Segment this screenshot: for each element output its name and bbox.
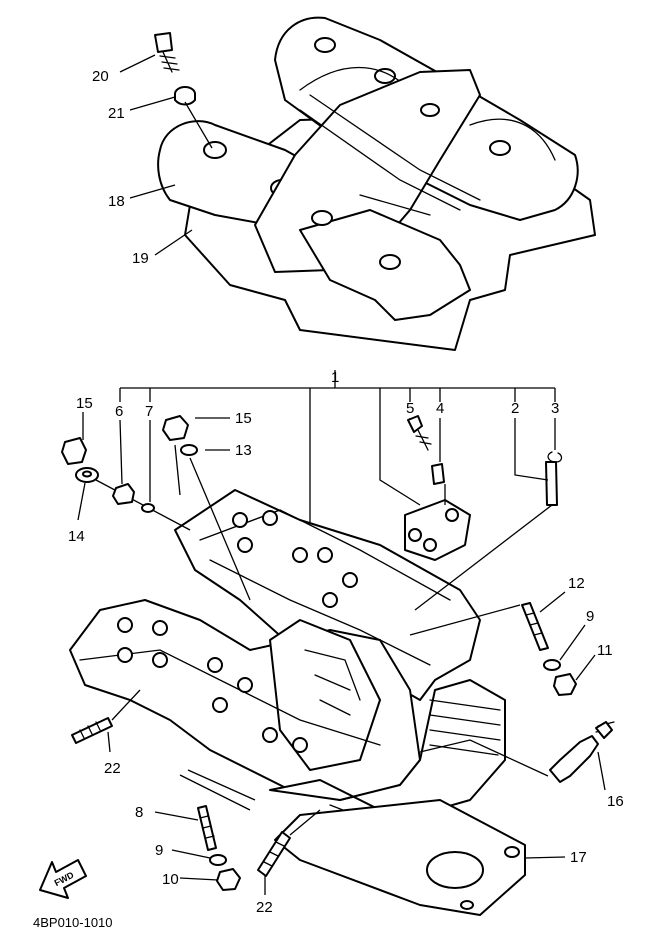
cap-nut-15-left (61, 437, 87, 465)
cover-washer-21 (174, 86, 196, 106)
nut-11 (553, 673, 577, 696)
callout-15-right: 15 (235, 410, 252, 427)
callout-16: 16 (607, 793, 624, 810)
callout-11: 11 (597, 642, 613, 659)
callout-1-bracket (119, 370, 556, 530)
front-cylinder-head (69, 599, 421, 801)
nut-10 (216, 868, 241, 891)
washer-7 (141, 503, 155, 513)
washer-13 (180, 444, 198, 456)
tappet-4 (431, 463, 445, 485)
callout-13: 13 (235, 442, 252, 459)
callout-9-right: 9 (586, 608, 594, 625)
callout-15-left: 15 (76, 395, 93, 412)
nut-6 (112, 483, 135, 505)
washer-14 (75, 467, 99, 483)
callout-3: 3 (551, 400, 559, 417)
callout-labels: 20 21 18 19 1 15 6 7 15 13 14 5 4 2 3 12… (68, 68, 624, 916)
callout-19: 19 (132, 250, 149, 267)
forward-arrow-icon: FWD (39, 859, 87, 899)
callout-22-bottom: 22 (256, 899, 273, 916)
callout-7: 7 (145, 403, 153, 420)
callout-10: 10 (162, 871, 179, 888)
stud-22-bottom (257, 831, 291, 877)
pin-2 (545, 461, 558, 506)
screw-5 (407, 415, 432, 451)
washer-9-right (543, 659, 561, 671)
cap-nut-15-right (162, 415, 189, 441)
stud-12 (521, 602, 549, 651)
callout-8: 8 (135, 804, 143, 821)
head-cap-nuts (117, 510, 358, 753)
spark-plug-16 (549, 721, 615, 783)
clip-3 (547, 451, 563, 463)
leader-lines (77, 54, 606, 895)
cover-bolt-20 (154, 32, 180, 73)
callout-20: 20 (92, 68, 109, 85)
callout-1: 1 (331, 369, 339, 386)
callout-14: 14 (68, 528, 85, 545)
stud-8 (197, 805, 217, 851)
document-id: 4BP010-1010 (33, 915, 113, 930)
callout-17: 17 (570, 849, 587, 866)
head-gasket-17 (274, 799, 526, 916)
stud-22-left (71, 717, 113, 744)
callout-21: 21 (108, 105, 125, 122)
callout-2: 2 (511, 400, 519, 417)
callout-18: 18 (108, 193, 125, 210)
callout-22-left: 22 (104, 760, 121, 777)
callout-6: 6 (115, 403, 123, 420)
callout-5: 5 (406, 400, 414, 417)
washer-9-left (209, 854, 227, 866)
callout-12: 12 (568, 575, 585, 592)
rocker-block (404, 499, 471, 561)
callout-9-left: 9 (155, 842, 163, 859)
center-head-cover (254, 69, 481, 321)
callout-4: 4 (436, 400, 444, 417)
